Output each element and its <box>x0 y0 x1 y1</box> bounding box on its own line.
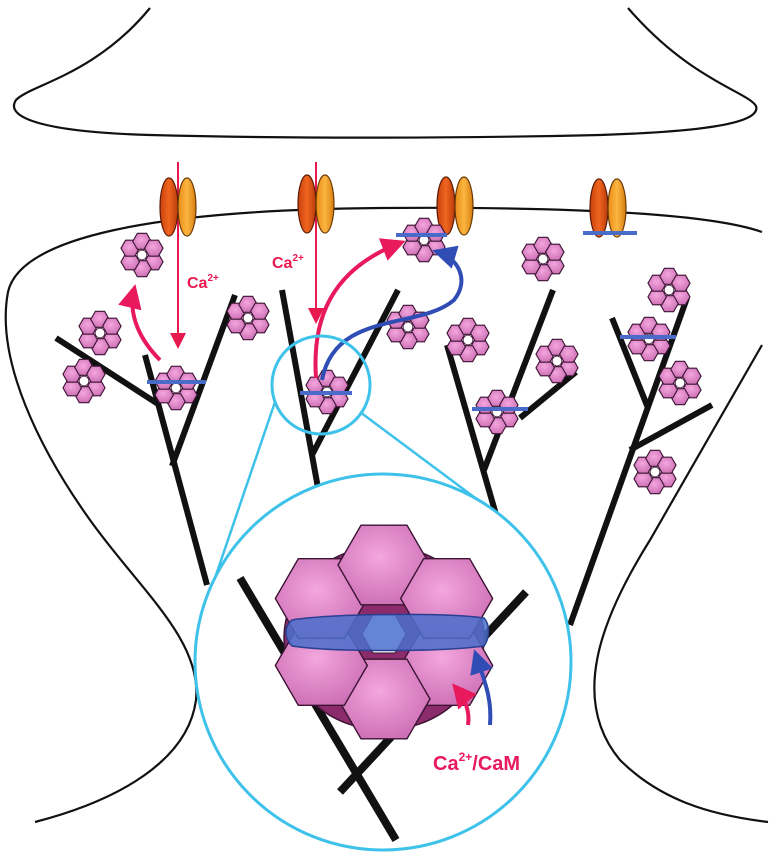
presynaptic-membrane <box>14 8 756 138</box>
camkii-holoenzyme-12 <box>476 390 518 433</box>
holoenzyme-pore <box>463 335 473 345</box>
holoenzyme-pore <box>650 467 660 477</box>
camkii-subunit <box>683 368 701 384</box>
camkii-subunit <box>658 457 676 473</box>
camkii-subunit <box>330 377 348 393</box>
camkii-holoenzyme-2 <box>79 311 121 354</box>
holoenzyme-pore <box>675 378 685 388</box>
holoenzyme-pore <box>95 328 105 338</box>
camkii-holoenzyme-7 <box>387 305 429 348</box>
camkii-holoenzyme-8 <box>403 218 445 261</box>
holoenzyme-pore <box>79 376 89 386</box>
translocation-arrow-left <box>132 290 160 360</box>
holoenzyme-pore <box>171 383 181 393</box>
calcium-calmodulin-label: Ca2+/CaM <box>433 750 520 775</box>
magnified-actin-binding-bar <box>286 614 489 650</box>
camkii-subunit <box>87 366 105 382</box>
holoenzyme-pore <box>538 254 548 264</box>
camkii-holoenzyme-4 <box>155 366 197 409</box>
camkii-holoenzyme-13 <box>648 268 690 311</box>
channel-subunit-light <box>455 177 473 235</box>
actin-branch-3b <box>484 290 553 470</box>
camkii-holoenzyme-11 <box>536 339 578 382</box>
holoenzyme-pore <box>137 250 147 260</box>
channel-subunit-dark <box>298 175 316 233</box>
camkii-subunit <box>145 240 163 256</box>
camkii-subunit <box>672 275 690 291</box>
camkii-subunit <box>251 303 269 319</box>
channel-subunit-dark <box>590 179 608 237</box>
camkii-holoenzyme-3 <box>63 359 105 402</box>
camkii-holoenzyme-10 <box>447 318 489 361</box>
channel-subunit-light <box>608 179 626 237</box>
camkii-holoenzyme-15 <box>659 361 701 404</box>
channel-subunit-light <box>316 175 334 233</box>
camkii-holoenzyme-16 <box>634 450 676 493</box>
calcium-label-middle: Ca2+ <box>272 253 304 272</box>
ion-channel-4 <box>590 179 626 237</box>
calcium-label-left: Ca2+ <box>187 273 219 292</box>
holoenzyme-pore <box>552 356 562 366</box>
actin-branch-3c <box>520 372 576 418</box>
channel-subunit-light <box>178 178 196 236</box>
postsynaptic-membrane-right <box>594 345 768 822</box>
ion-channels <box>160 175 626 237</box>
camkii-holoenzyme-5 <box>227 296 269 339</box>
holoenzyme-pore <box>664 285 674 295</box>
camkii-subunit <box>560 346 578 362</box>
camkii-subunit <box>471 325 489 341</box>
ion-channel-3 <box>437 177 473 235</box>
camkii-subunit <box>546 244 564 260</box>
camkii-holoenzyme-1 <box>121 233 163 276</box>
holoenzyme-pore <box>243 313 253 323</box>
camkii-subunit <box>103 318 121 334</box>
camkii-holoenzyme-9 <box>522 237 564 280</box>
holoenzyme-pore <box>403 322 413 332</box>
channel-subunit-dark <box>160 178 178 236</box>
